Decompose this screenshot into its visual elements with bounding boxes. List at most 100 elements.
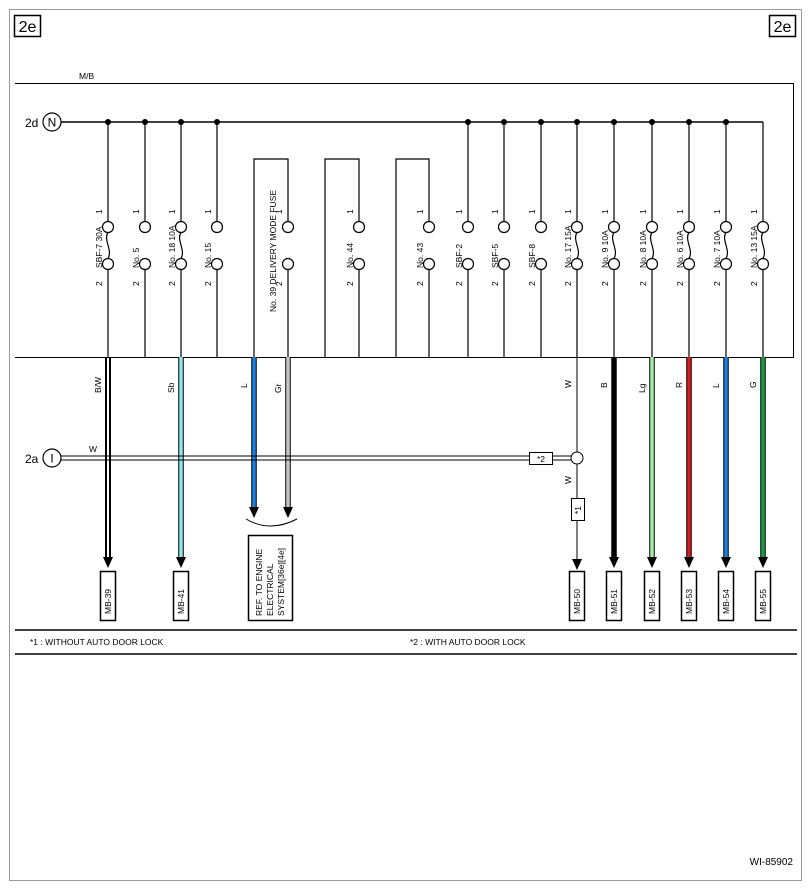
fuse-label: No. 8 10A [638, 230, 648, 268]
fuse-label: No. 7 10A [712, 230, 722, 268]
pin-label: 2 [490, 281, 500, 286]
pin-label: 2 [638, 281, 648, 286]
svg-text:I: I [50, 452, 53, 466]
w-wire-2a-label: W [89, 444, 97, 454]
wire-color-label: Lg [637, 383, 647, 393]
figure-code: WI-85902 [750, 857, 794, 868]
terminal-mb-52: MB-52 [643, 570, 661, 622]
splice-point [570, 451, 584, 465]
bridge-no44 [324, 158, 360, 357]
wire-no8: Lg [637, 357, 657, 568]
pin-label: 1 [527, 209, 537, 214]
svg-text:N: N [48, 116, 57, 130]
page-code-right: 2e [768, 14, 797, 38]
svg-text:ELECTRICAL: ELECTRICAL [265, 563, 275, 616]
pin-label: 1 [167, 209, 177, 214]
svg-text:MB-51: MB-51 [609, 589, 619, 614]
connector-2d-label: 2d [25, 116, 38, 130]
svg-text:MB-39: MB-39 [103, 589, 113, 614]
wire-no9: B [599, 357, 619, 568]
block-outline [15, 83, 794, 358]
block-label: M/B [79, 71, 94, 81]
fuse-label: No. 18 10A [167, 225, 177, 268]
pin-label: 1 [415, 209, 425, 214]
fuse-label: SBF-8 [527, 244, 537, 268]
pin-label: 1 [490, 209, 500, 214]
ref-box: REF. TO ENGINE ELECTRICAL SYSTEM[36e][4e… [247, 534, 294, 622]
pin-label: 1 [94, 209, 104, 214]
pin-label: 2 [563, 281, 573, 286]
pin-label: 2 [675, 281, 685, 286]
pin-label: 2 [415, 281, 425, 286]
wire-color-label: B [599, 382, 609, 388]
fuse-no7: 1 2 No. 7 10A [712, 119, 733, 357]
wire-no18: Sb [166, 357, 186, 568]
pin-label: 1 [454, 209, 464, 214]
pin-label: 1 [749, 209, 759, 214]
connector-2a-label: 2a [25, 452, 39, 466]
terminal-mb-54: MB-54 [717, 570, 735, 622]
bridge-no39 [253, 158, 289, 357]
star2-box: *2 [529, 452, 553, 465]
pin-label: 2 [712, 281, 722, 286]
fuse-sbf7: 1 2 SBF-7 30A [94, 119, 115, 357]
pin-label: 1 [675, 209, 685, 214]
fuse-label: No. 9 10A [600, 230, 610, 268]
fuse-no6: 1 2 No. 6 10A [675, 119, 696, 357]
ref-bracket [245, 518, 298, 527]
terminal-mb-50: MB-50 [568, 570, 586, 622]
fuse-label: SBF-2 [454, 244, 464, 268]
svg-text:REF. TO ENGINE: REF. TO ENGINE [254, 548, 264, 616]
wire-no13: G [748, 357, 768, 568]
w-wire-2a [61, 455, 572, 461]
svg-text:MB-53: MB-53 [684, 589, 694, 614]
w-wire-below-splice-label: W [563, 476, 573, 484]
wire-color-label: Gr [273, 383, 283, 393]
pin-label: 2 [749, 281, 759, 286]
pin-label: 2 [600, 281, 610, 286]
fuse-label: SBF-7 30A [94, 226, 104, 268]
fuse-label: SBF-5 [490, 244, 500, 268]
fuse-sbf5: 1 2 SBF-5 [490, 119, 511, 357]
pin-label: 1 [638, 209, 648, 214]
fuse-no9: 1 2 No. 9 10A [600, 119, 621, 357]
fuse-no8: 1 2 No. 8 10A [638, 119, 659, 357]
wire-sbf7: B/W [93, 357, 113, 568]
fuse-sbf2: 1 2 SBF-2 [454, 119, 475, 357]
terminal-mb-51: MB-51 [605, 570, 623, 622]
pin-label: 2 [94, 281, 104, 286]
svg-text:2e: 2e [19, 19, 37, 36]
pin-label: 1 [600, 209, 610, 214]
terminal-mb-53: MB-53 [680, 570, 698, 622]
wire-color-label: W [563, 380, 573, 388]
wire-color-label: L [711, 383, 721, 388]
wire-color-label: G [748, 381, 758, 388]
wire-color-label: R [674, 382, 684, 388]
fuse-label: No. 6 10A [675, 230, 685, 268]
connector-i-icon: I [42, 448, 62, 468]
fuse-no43: 1 2 No. 43 [415, 209, 436, 357]
wire-color-label: Sb [166, 382, 176, 393]
fuse-label: No. 5 [131, 247, 141, 268]
pin-label: 2 [527, 281, 537, 286]
pin-label: 2 [454, 281, 464, 286]
pin-label: 1 [712, 209, 722, 214]
fuse-sbf8: 1 2 SBF-8 [527, 119, 548, 357]
svg-text:2e: 2e [774, 19, 792, 36]
fuse-label: No. 43 [415, 243, 425, 268]
svg-text:MB-55: MB-55 [758, 589, 768, 614]
fuse-label: No. 44 [345, 243, 355, 268]
page-code-left: 2e [13, 14, 42, 38]
svg-text:MB-50: MB-50 [572, 589, 582, 614]
wire-no7: L [711, 357, 731, 568]
fuse-label: No. 15 [203, 243, 213, 268]
svg-text:*1: *1 [573, 506, 583, 514]
wire-no6: R [674, 357, 694, 568]
